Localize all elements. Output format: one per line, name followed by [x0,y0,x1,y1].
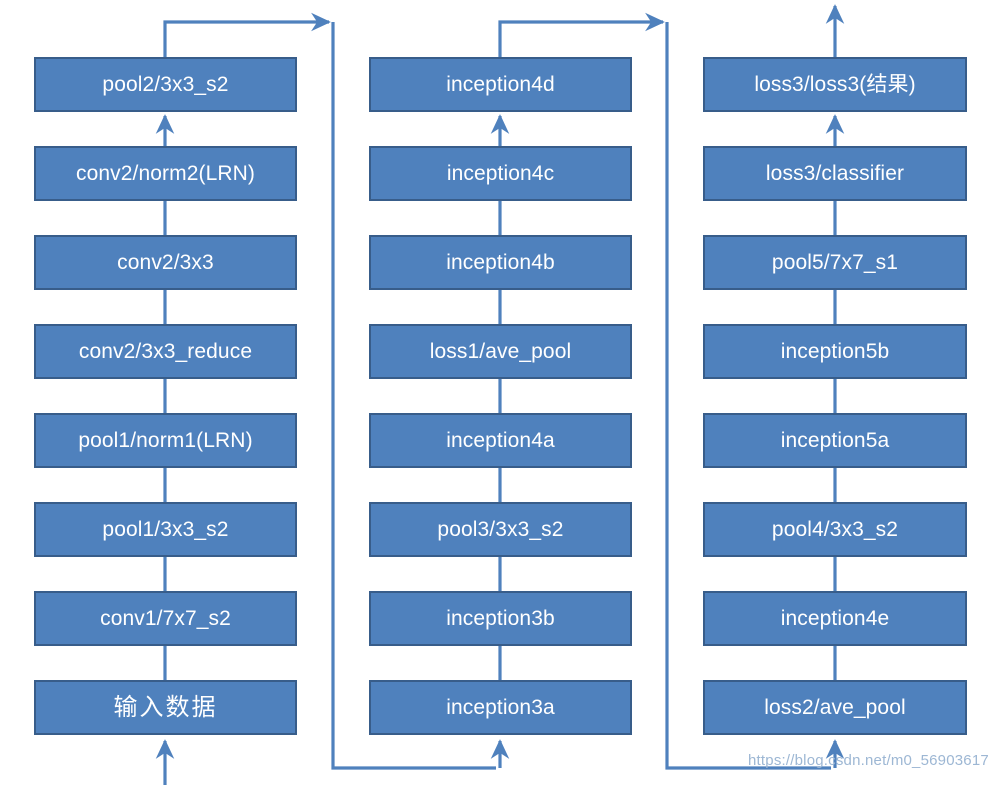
node-input-data[interactable]: 输入数据 [34,680,297,735]
node-conv2-norm2-lrn[interactable]: conv2/norm2(LRN) [34,146,297,201]
node-inception3b[interactable]: inception3b [369,591,632,646]
node-inception4b[interactable]: inception4b [369,235,632,290]
node-inception5a[interactable]: inception5a [703,413,967,468]
watermark-url: https://blog.csdn.net/m0_56903617 [748,752,989,769]
node-pool1-3x3-s2[interactable]: pool1/3x3_s2 [34,502,297,557]
node-pool5-7x7-s1[interactable]: pool5/7x7_s1 [703,235,967,290]
node-pool2-3x3-s2[interactable]: pool2/3x3_s2 [34,57,297,112]
node-loss1-ave-pool[interactable]: loss1/ave_pool [369,324,632,379]
node-inception4c[interactable]: inception4c [369,146,632,201]
node-inception5b[interactable]: inception5b [703,324,967,379]
node-pool4-3x3-s2[interactable]: pool4/3x3_s2 [703,502,967,557]
node-loss3-loss3-result[interactable]: loss3/loss3(结果) [703,57,967,112]
node-pool3-3x3-s2[interactable]: pool3/3x3_s2 [369,502,632,557]
node-conv1-7x7-s2[interactable]: conv1/7x7_s2 [34,591,297,646]
node-loss2-ave-pool[interactable]: loss2/ave_pool [703,680,967,735]
node-loss3-classifier[interactable]: loss3/classifier [703,146,967,201]
node-conv2-3x3-reduce[interactable]: conv2/3x3_reduce [34,324,297,379]
node-conv2-3x3[interactable]: conv2/3x3 [34,235,297,290]
node-inception4e[interactable]: inception4e [703,591,967,646]
node-inception4d[interactable]: inception4d [369,57,632,112]
node-pool1-norm1-lrn[interactable]: pool1/norm1(LRN) [34,413,297,468]
node-inception3a[interactable]: inception3a [369,680,632,735]
node-inception4a[interactable]: inception4a [369,413,632,468]
